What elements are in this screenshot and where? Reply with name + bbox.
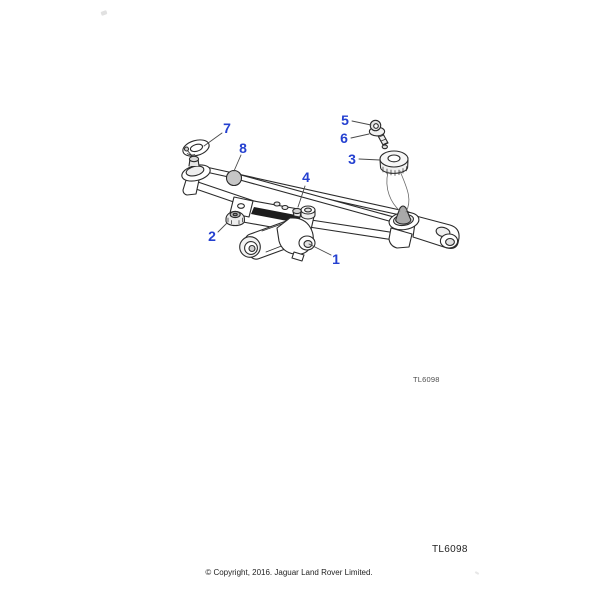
diagram-code: TL6098 (432, 544, 468, 555)
pivot-washer (182, 139, 210, 157)
callout-8[interactable]: 8 (239, 140, 247, 156)
callout-3[interactable]: 3 (348, 151, 356, 167)
callout-leader-lines (203, 120, 381, 256)
callout-2[interactable]: 2 (208, 228, 216, 244)
callout-4[interactable]: 4 (302, 169, 310, 185)
left-pivot-assembly (181, 146, 211, 196)
pivot-grommet (379, 150, 409, 176)
right-pivot-assembly (388, 205, 460, 249)
diagram-code-watermark: TL6098 (413, 375, 440, 384)
crank-ball-stud (292, 207, 302, 218)
copyright-text: © Copyright, 2016. Jaguar Land Rover Lim… (205, 568, 373, 577)
wiper-motor (239, 217, 316, 262)
callout-5[interactable]: 5 (341, 112, 349, 128)
callout-6[interactable]: 6 (340, 130, 348, 146)
callout-1[interactable]: 1 (332, 251, 340, 267)
grommet-guide-curves (386, 170, 410, 213)
crank-nut (300, 205, 316, 220)
callout-7[interactable]: 7 (223, 120, 231, 136)
mounting-bolt (368, 119, 389, 150)
spacer-bushing (225, 210, 245, 227)
linkage-ball-bushing (225, 169, 243, 187)
